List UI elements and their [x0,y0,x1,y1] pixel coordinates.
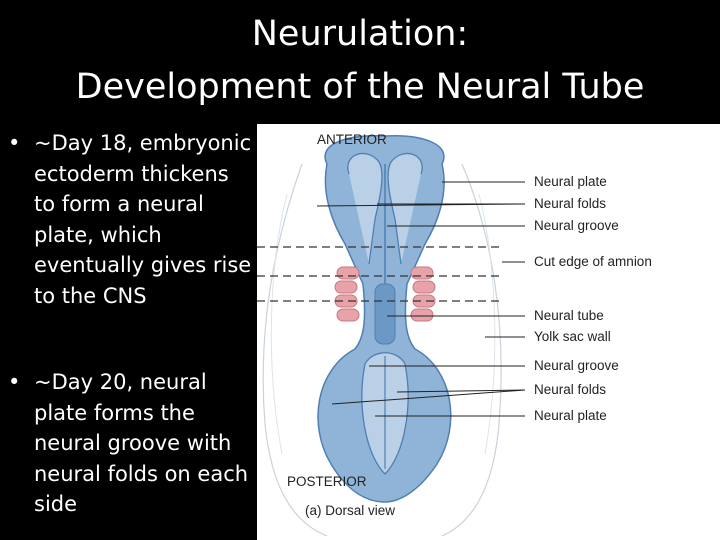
slide-title: Neurulation: Development of the Neural T… [0,8,720,114]
yolk-sac-outline [441,163,502,537]
label-neural-tube: Neural tube [534,308,604,323]
somites-right [410,266,436,322]
bullet-text: ~Day 20, neural plate forms the neural g… [34,370,249,516]
figure-caption: (a) Dorsal view [305,503,395,518]
bullet-icon: • [8,131,21,155]
bullet-item: • ~Day 18, embryonic ectoderm thickens t… [4,128,254,311]
label-cut-edge-amnion: Cut edge of amnion [534,254,652,269]
neural-tube-figure: ANTERIOR POSTERIOR (a) Dorsal view Neura… [257,124,720,540]
label-neural-plate: Neural plate [534,174,607,189]
label-neural-plate-posterior: Neural plate [534,408,607,423]
title-line-2: Development of the Neural Tube [75,67,645,107]
bullet-text: ~Day 18, embryonic ectoderm thickens to … [34,131,252,308]
posterior-label: POSTERIOR [287,474,367,489]
bullet-icon: • [8,370,21,394]
yolk-sac-outline [270,193,288,455]
embryo-illustration: ANTERIOR POSTERIOR (a) Dorsal view Neura… [257,132,652,537]
label-yolk-sac-wall: Yolk sac wall [534,329,611,344]
label-neural-folds-posterior: Neural folds [534,382,606,397]
neural-tube [374,283,396,345]
yolk-sac-outline [478,193,496,455]
bullet-item: • ~Day 20, neural plate forms the neural… [4,367,254,520]
label-neural-groove: Neural groove [534,218,619,233]
yolk-sac-outline [262,163,328,537]
title-line-1: Neurulation: [251,14,469,54]
label-neural-groove-posterior: Neural groove [534,358,619,373]
anterior-label: ANTERIOR [317,132,387,147]
bullet-list: • ~Day 18, embryonic ectoderm thickens t… [4,128,254,520]
label-neural-folds: Neural folds [534,196,606,211]
amnion-dashed-lines [257,246,502,302]
somites-left [334,266,360,322]
label-leader-lines [316,181,526,417]
